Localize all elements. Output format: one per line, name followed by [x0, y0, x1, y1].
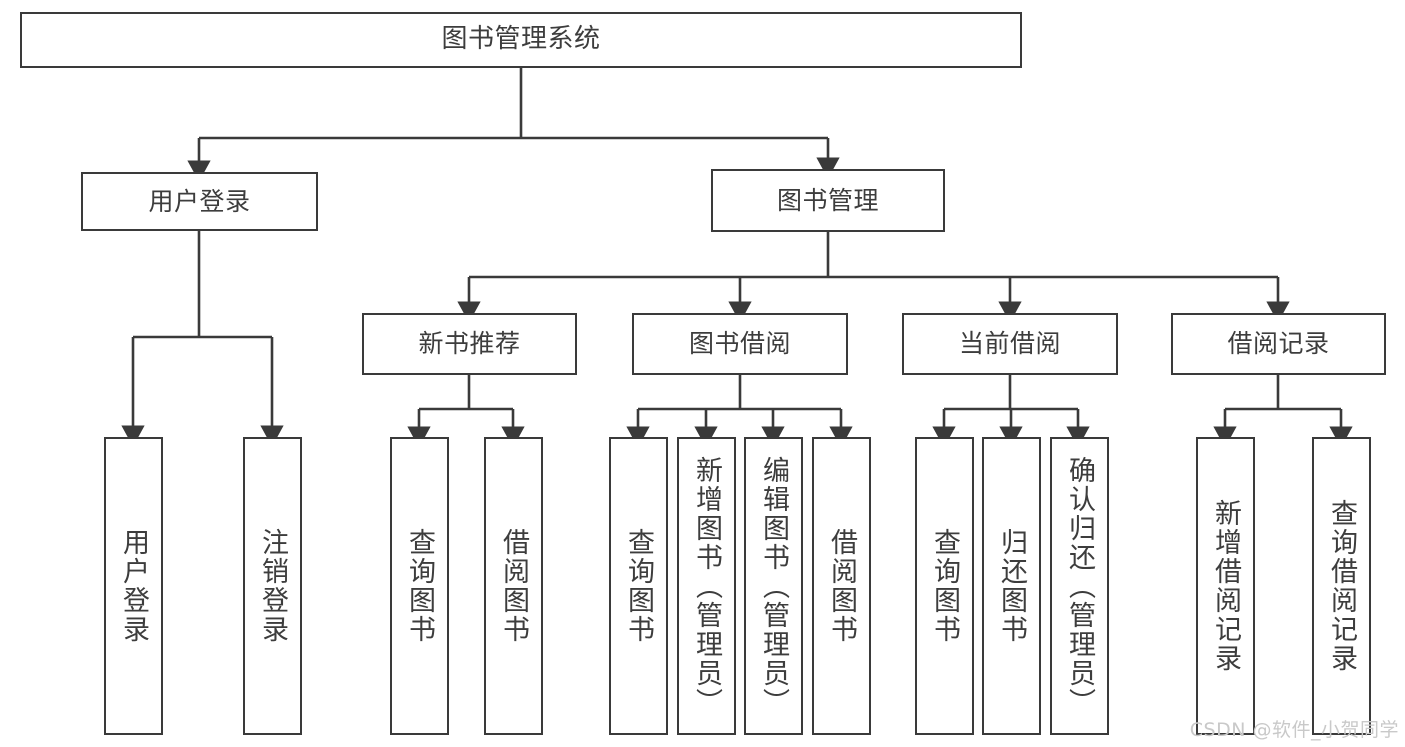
node-label: 当前借阅	[958, 329, 1061, 358]
node-label: 图书管理系统	[441, 24, 601, 55]
node-leaf-edit-book-admin[interactable]: 编辑图书（管理员）	[744, 437, 803, 735]
node-book-borrowing[interactable]: 图书借阅	[632, 313, 848, 375]
node-current-borrowing[interactable]: 当前借阅	[902, 313, 1118, 375]
node-book-management-system[interactable]: 图书管理系统	[20, 12, 1022, 68]
node-label: 新增图书（管理员）	[691, 455, 722, 717]
node-leaf-query-borrow-record[interactable]: 查询借阅记录	[1312, 437, 1371, 735]
node-label: 用户登录	[118, 528, 149, 644]
node-label: 编辑图书（管理员）	[758, 455, 789, 717]
node-leaf-query-books-newrec[interactable]: 查询图书	[390, 437, 449, 735]
node-label: 借阅图书	[826, 528, 857, 644]
node-leaf-user-login[interactable]: 用户登录	[104, 437, 163, 735]
node-leaf-query-books-borrow[interactable]: 查询图书	[609, 437, 668, 735]
node-label: 查询图书	[929, 528, 960, 644]
node-borrowing-records[interactable]: 借阅记录	[1171, 313, 1386, 375]
node-label: 归还图书	[996, 528, 1027, 644]
node-leaf-borrow-books[interactable]: 借阅图书	[812, 437, 871, 735]
node-label: 查询借阅记录	[1326, 499, 1357, 673]
node-leaf-add-book-admin[interactable]: 新增图书（管理员）	[677, 437, 736, 735]
node-label: 用户登录	[148, 186, 251, 216]
node-label: 查询图书	[623, 528, 654, 644]
node-leaf-query-books-current[interactable]: 查询图书	[915, 437, 974, 735]
node-label: 借阅图书	[498, 528, 529, 644]
node-book-management[interactable]: 图书管理	[711, 169, 945, 232]
node-label: 查询图书	[404, 528, 435, 644]
node-label: 新书推荐	[418, 329, 521, 358]
node-leaf-logout[interactable]: 注销登录	[243, 437, 302, 735]
node-label: 图书借阅	[688, 329, 791, 358]
node-label: 确认归还（管理员）	[1064, 455, 1095, 717]
csdn-watermark: CSDN @软件_小贺同学	[1189, 719, 1399, 741]
node-label: 借阅记录	[1227, 329, 1330, 358]
node-leaf-confirm-return-admin[interactable]: 确认归还（管理员）	[1050, 437, 1109, 735]
node-leaf-add-borrow-record[interactable]: 新增借阅记录	[1196, 437, 1255, 735]
node-user-login[interactable]: 用户登录	[81, 172, 318, 231]
node-new-book-recommendation[interactable]: 新书推荐	[362, 313, 577, 375]
node-leaf-borrow-books-newrec[interactable]: 借阅图书	[484, 437, 543, 735]
node-label: 新增借阅记录	[1210, 499, 1241, 673]
node-label: 注销登录	[257, 528, 288, 644]
node-leaf-return-books[interactable]: 归还图书	[982, 437, 1041, 735]
node-label: 图书管理	[776, 185, 879, 215]
